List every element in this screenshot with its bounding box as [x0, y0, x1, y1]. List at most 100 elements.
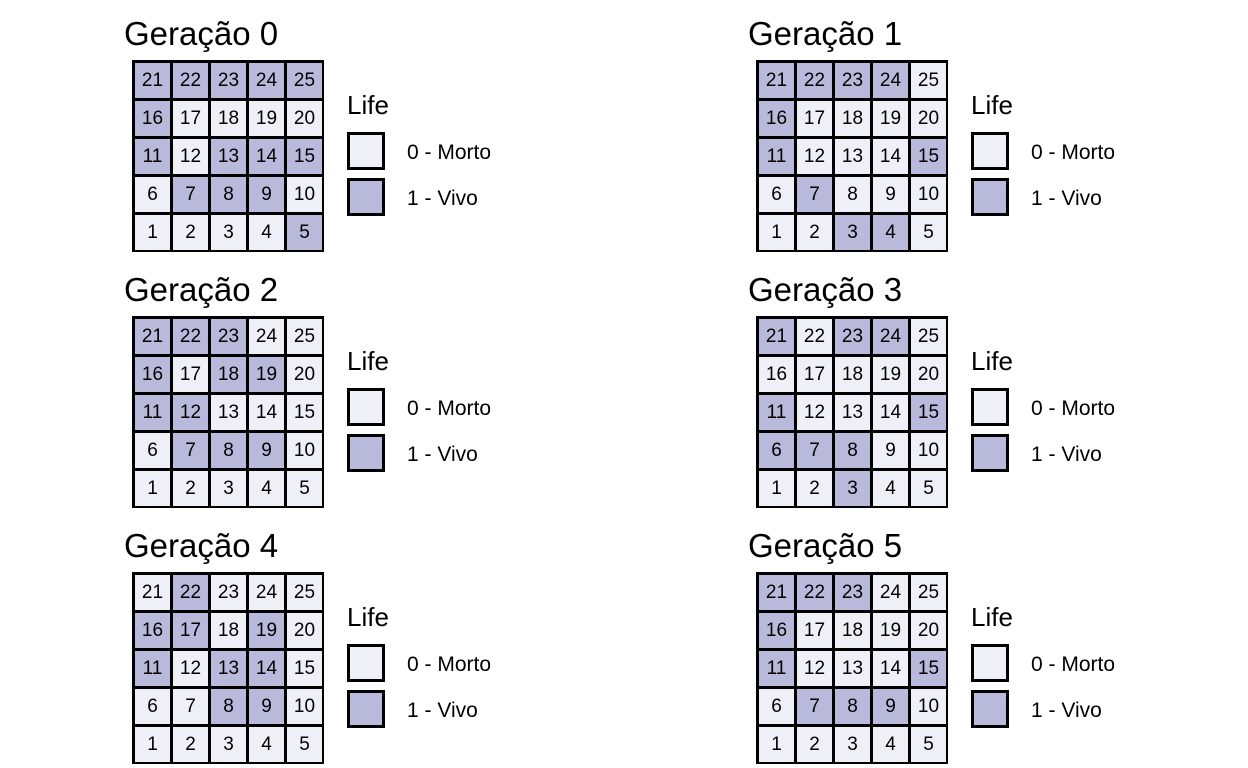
grid-cell: 21 [135, 63, 170, 98]
generation-title: Geração 5 [748, 527, 903, 564]
legend-swatch [971, 178, 1009, 216]
generation-title: Geração 1 [748, 15, 903, 52]
grid-cell: 19 [873, 357, 908, 392]
grid-cell: 12 [173, 139, 208, 174]
grid-cell: 23 [211, 63, 246, 98]
legend: Life 0 - Morto 1 - Vivo [346, 88, 546, 228]
grid-cell: 1 [759, 215, 794, 250]
grid-cell: 6 [135, 433, 170, 468]
grid-cell: 6 [759, 689, 794, 724]
grid-cell: 9 [873, 689, 908, 724]
grid-cell: 23 [211, 575, 246, 610]
grid-cell: 5 [911, 727, 946, 762]
grid-cell: 8 [835, 689, 870, 724]
legend-item-alive: 1 - Vivo [970, 178, 1160, 222]
grid-cell: 18 [835, 101, 870, 136]
grid-cell: 16 [759, 613, 794, 648]
grid-cell: 7 [173, 177, 208, 212]
grid-cell: 9 [249, 689, 284, 724]
grid-cell: 21 [135, 575, 170, 610]
generation-title: Geração 3 [748, 271, 903, 308]
legend-label: 1 - Vivo [407, 187, 478, 210]
grid-cell: 21 [759, 319, 794, 354]
grid-cell: 6 [135, 689, 170, 724]
legend-item-dead: 0 - Morto [346, 132, 536, 176]
grid-cell: 8 [211, 433, 246, 468]
grid-cell: 17 [173, 613, 208, 648]
grid-cell: 22 [797, 575, 832, 610]
grid-cell: 11 [135, 139, 170, 174]
grid-cell: 18 [211, 101, 246, 136]
grid-cell: 18 [211, 613, 246, 648]
grid-cell: 15 [287, 651, 322, 686]
grid-cell: 3 [211, 727, 246, 762]
grid-cell: 14 [249, 139, 284, 174]
grid-cell: 12 [797, 651, 832, 686]
grid-cell: 22 [173, 63, 208, 98]
grid-cell: 17 [173, 101, 208, 136]
legend-title: Life [347, 346, 389, 376]
grid-cell: 16 [135, 101, 170, 136]
grid-cell: 18 [211, 357, 246, 392]
grid-cell: 3 [835, 471, 870, 506]
grid-cell: 18 [835, 357, 870, 392]
grid-cell: 24 [249, 319, 284, 354]
grid-cell: 23 [835, 63, 870, 98]
grid-cell: 2 [797, 215, 832, 250]
grid-cell: 12 [173, 651, 208, 686]
grid-cell: 7 [173, 689, 208, 724]
legend-label: 0 - Morto [407, 141, 492, 164]
grid-cell: 2 [173, 471, 208, 506]
grid-cell: 10 [911, 177, 946, 212]
legend-swatch [347, 644, 385, 682]
legend-label: 0 - Morto [1031, 397, 1116, 420]
grid-cell: 25 [287, 575, 322, 610]
grid-cell: 22 [797, 319, 832, 354]
grid-cell: 12 [797, 395, 832, 430]
legend-label: 1 - Vivo [1031, 699, 1102, 722]
legend-title: Life [971, 602, 1013, 632]
legend-title: Life [347, 90, 389, 120]
legend-item-alive: 1 - Vivo [346, 178, 536, 222]
grid-cell: 15 [911, 651, 946, 686]
grid-cell: 2 [173, 727, 208, 762]
legend-item-dead: 0 - Morto [346, 388, 536, 432]
grid-cell: 21 [135, 319, 170, 354]
grid-cell: 7 [173, 433, 208, 468]
grid-cell: 16 [135, 357, 170, 392]
grid-cell: 5 [911, 215, 946, 250]
grid-cell: 19 [249, 613, 284, 648]
legend-item-dead: 0 - Morto [346, 644, 536, 688]
grid-cell: 10 [911, 689, 946, 724]
grid-cell: 16 [759, 101, 794, 136]
grid-cell: 24 [873, 319, 908, 354]
legend-item-dead: 0 - Morto [970, 388, 1160, 432]
grid-cell: 13 [211, 395, 246, 430]
grid-cell: 6 [759, 433, 794, 468]
grid-cell: 12 [173, 395, 208, 430]
grid-cell: 21 [759, 63, 794, 98]
generation-title: Geração 4 [124, 527, 279, 564]
grid-cell: 11 [759, 651, 794, 686]
grid-cell: 14 [249, 395, 284, 430]
grid-cell: 8 [835, 433, 870, 468]
grid-cell: 13 [835, 651, 870, 686]
legend-swatch [971, 644, 1009, 682]
grid-cell: 5 [287, 471, 322, 506]
legend-swatch [971, 434, 1009, 472]
grid-cell: 15 [287, 395, 322, 430]
grid-cell: 7 [797, 177, 832, 212]
legend-item-alive: 1 - Vivo [346, 690, 536, 734]
legend-swatch [347, 178, 385, 216]
grid-cell: 2 [797, 727, 832, 762]
grid-cell: 11 [759, 139, 794, 174]
grid-cell: 25 [911, 319, 946, 354]
grid-cell: 19 [873, 613, 908, 648]
grid-cell: 18 [835, 613, 870, 648]
